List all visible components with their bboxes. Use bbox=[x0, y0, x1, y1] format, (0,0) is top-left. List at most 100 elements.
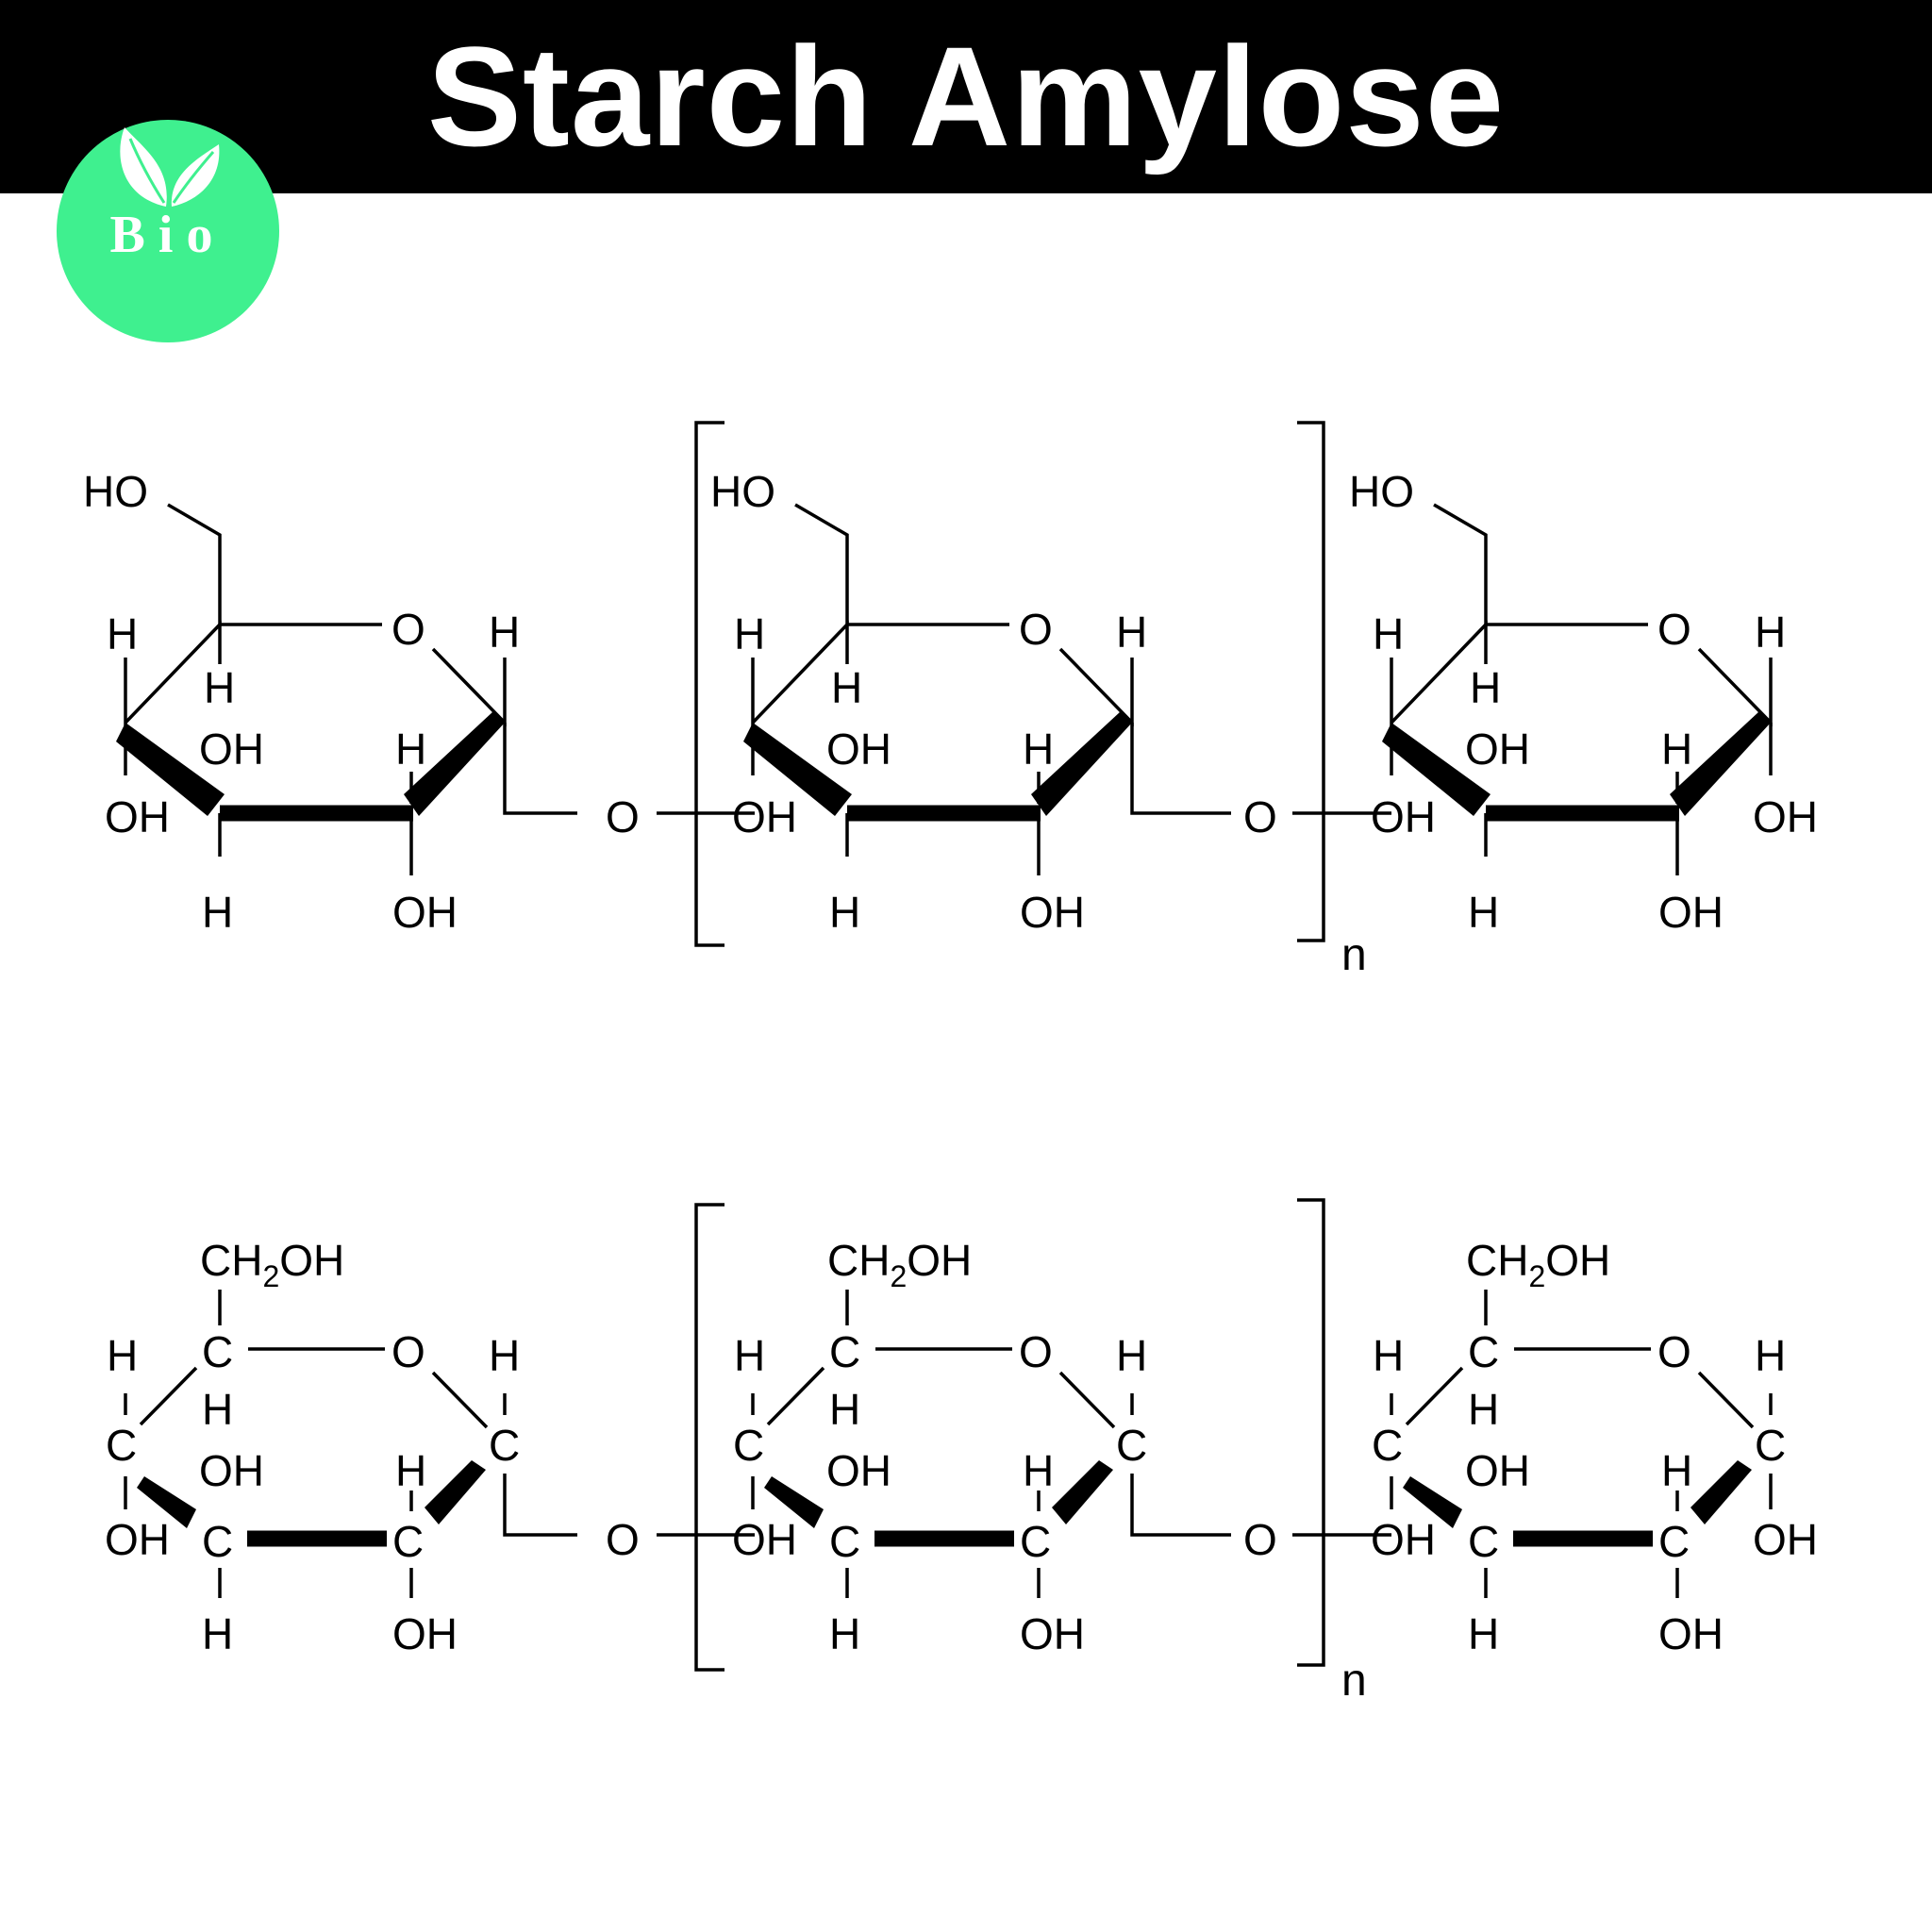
h-label: H bbox=[1373, 609, 1404, 658]
glycosidic-oxygen-label: O bbox=[606, 1515, 640, 1564]
carbon-label: C bbox=[392, 1517, 424, 1566]
h-label: H bbox=[829, 1385, 860, 1434]
h-label: H bbox=[1468, 1609, 1499, 1658]
ring-bond-c4-c5 bbox=[139, 1366, 198, 1426]
h-label: H bbox=[489, 1331, 520, 1380]
h-label: H bbox=[734, 609, 765, 658]
terminal-oh-label: OH bbox=[1753, 1515, 1818, 1564]
h-label: H bbox=[395, 724, 426, 774]
carbon-label: C bbox=[1468, 1327, 1499, 1376]
wedge-bond-left bbox=[743, 723, 852, 816]
h-label: H bbox=[202, 888, 233, 937]
oh-label: OH bbox=[826, 1446, 891, 1495]
carbon-label: C bbox=[1116, 1421, 1147, 1470]
ring-bond-c4-c5 bbox=[766, 1366, 825, 1426]
carbon-label: C bbox=[1658, 1517, 1690, 1566]
left-bracket bbox=[694, 1203, 724, 1672]
ring-bond-o-c1 bbox=[431, 647, 507, 727]
oh-text: OH bbox=[1545, 1236, 1610, 1285]
oh-text: OH bbox=[907, 1236, 972, 1285]
ring-oxygen-label: O bbox=[1019, 605, 1053, 654]
h-label: H bbox=[204, 663, 235, 712]
wedge-bond-right bbox=[425, 1460, 486, 1524]
right-bracket bbox=[1297, 421, 1325, 942]
ho-label: HO bbox=[710, 467, 775, 516]
repeat-index-n: n bbox=[1341, 1656, 1367, 1706]
ring-bond-o-c1 bbox=[1697, 647, 1773, 727]
glycosidic-bond bbox=[503, 1474, 577, 1537]
h-label: H bbox=[1755, 608, 1786, 657]
terminal-oh-label: OH bbox=[1753, 792, 1818, 841]
subscript-2: 2 bbox=[262, 1259, 279, 1293]
ch2-bond bbox=[167, 503, 222, 625]
ring-bond-o-c1 bbox=[431, 1371, 489, 1429]
oh-label: OH bbox=[1465, 724, 1530, 774]
ring-bond-o-c1 bbox=[1058, 1371, 1116, 1429]
carbon-label: C bbox=[106, 1421, 137, 1470]
logo-circle bbox=[57, 120, 279, 342]
wedge-bond-left bbox=[137, 1476, 196, 1528]
h-label: H bbox=[202, 1385, 233, 1434]
wedge-bond-right bbox=[404, 711, 505, 816]
carbon-label: C bbox=[829, 1517, 860, 1566]
oh-label: OH bbox=[392, 1609, 458, 1658]
title-bar bbox=[0, 0, 1932, 193]
ring-oxygen-label: O bbox=[1657, 1327, 1691, 1376]
oh-label: OH bbox=[1658, 888, 1724, 937]
subscript-2: 2 bbox=[890, 1259, 907, 1293]
h-label: H bbox=[1470, 663, 1501, 712]
oh-label: OH bbox=[1658, 1609, 1724, 1658]
ring-oxygen-label: O bbox=[1019, 1327, 1053, 1376]
ch-text: CH bbox=[200, 1236, 262, 1285]
oh-label: OH bbox=[1371, 792, 1436, 841]
carbon-label: C bbox=[489, 1421, 520, 1470]
oh-label: OH bbox=[826, 724, 891, 774]
wedge-bond-left bbox=[1403, 1476, 1462, 1528]
ring-bond-o-c1 bbox=[1058, 647, 1134, 727]
ring-bond-c4-c5 bbox=[124, 620, 222, 724]
wedge-bond-right bbox=[1052, 1460, 1113, 1524]
carbon-label: C bbox=[1755, 1421, 1786, 1470]
carbon-label: C bbox=[1372, 1421, 1403, 1470]
carbon-label: C bbox=[202, 1517, 233, 1566]
h-label: H bbox=[107, 609, 138, 658]
h-label: H bbox=[1116, 608, 1147, 657]
glycosidic-bond bbox=[1130, 723, 1231, 815]
ring-bond-c4-c5 bbox=[751, 620, 849, 724]
ch2-bond bbox=[794, 503, 849, 625]
wedge-bond-right bbox=[1690, 1460, 1752, 1524]
oh-label: OH bbox=[199, 1446, 264, 1495]
ho-label: HO bbox=[1349, 467, 1414, 516]
subscript-2: 2 bbox=[1528, 1259, 1545, 1293]
bio-logo: Bio bbox=[57, 120, 279, 342]
oh-label: OH bbox=[732, 1515, 797, 1564]
ch-text: CH bbox=[1466, 1236, 1528, 1285]
glycosidic-oxygen-label: O bbox=[1243, 792, 1277, 841]
page-title: Starch Amylose bbox=[426, 17, 1506, 175]
h-label: H bbox=[1661, 1446, 1692, 1495]
oh-label: OH bbox=[732, 792, 797, 841]
glycosidic-bond bbox=[503, 723, 577, 815]
ring-oxygen-label: O bbox=[391, 605, 425, 654]
ho-label: HO bbox=[83, 467, 148, 516]
oh-label: OH bbox=[199, 724, 264, 774]
right-bracket bbox=[1297, 1198, 1325, 1667]
ring-oxygen-label: O bbox=[1657, 605, 1691, 654]
ch2oh-label: CH2OH bbox=[1466, 1236, 1610, 1293]
wedge-bond-right bbox=[1670, 711, 1771, 816]
carbon-label: C bbox=[733, 1421, 764, 1470]
left-bracket bbox=[694, 421, 724, 947]
ring-oxygen-label: O bbox=[391, 1327, 425, 1376]
carbon-label: C bbox=[202, 1327, 233, 1376]
glycosidic-bond bbox=[1130, 1474, 1231, 1537]
wedge-bond-right bbox=[1031, 711, 1132, 816]
logo-text: Bio bbox=[110, 206, 226, 264]
